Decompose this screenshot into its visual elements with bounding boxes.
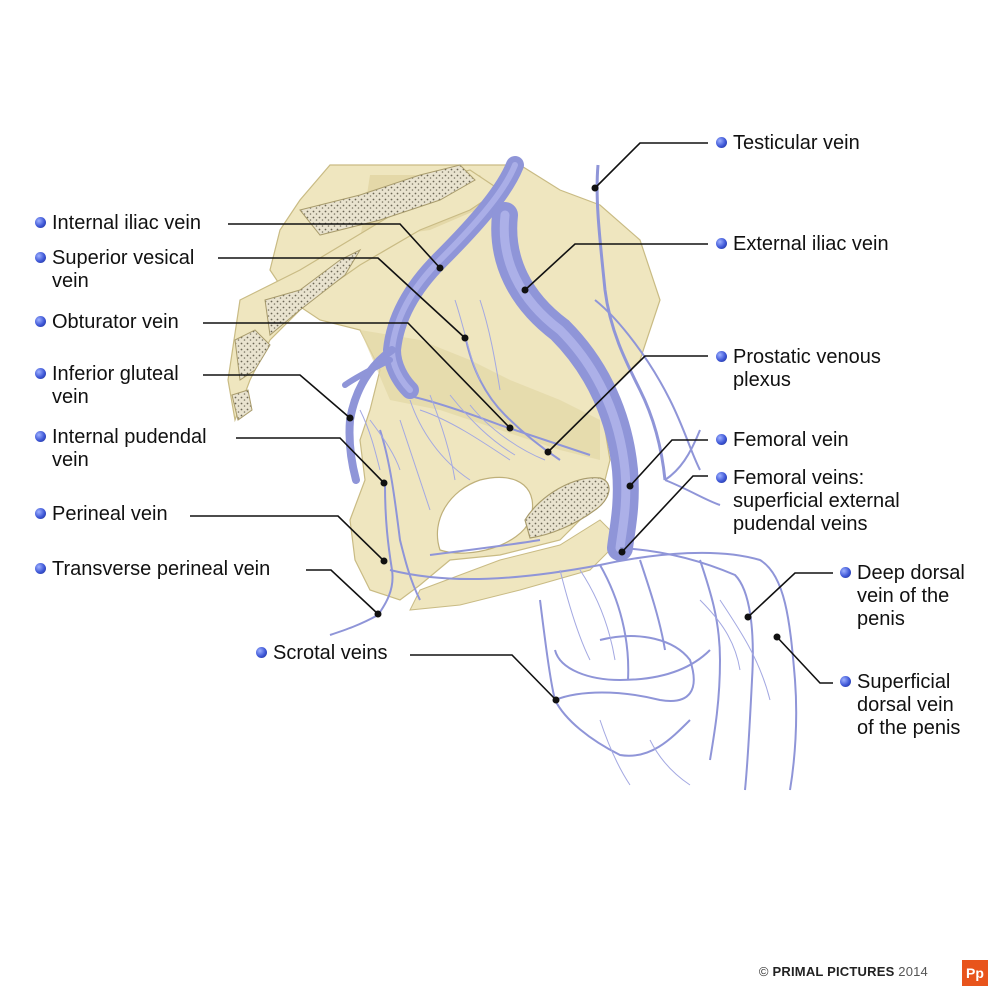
bullet-icon — [35, 508, 46, 519]
leader-internal-pudendal — [236, 437, 385, 484]
label-text-line1: Superficial — [857, 671, 951, 693]
label-text: Scrotal veins — [273, 642, 388, 664]
bullet-icon — [716, 434, 727, 445]
fine-plexus-veins — [359, 299, 771, 786]
leader-superior-vesical — [218, 257, 466, 339]
label-text: Perineal vein — [52, 503, 168, 525]
label-text-line1: Femoral veins: — [733, 467, 865, 489]
bullet-icon — [840, 567, 851, 578]
leader-transverse-perineal — [306, 569, 379, 615]
label-scrotal-veins: Scrotal veins — [256, 642, 388, 665]
label-text: External iliac vein — [733, 233, 889, 255]
sacrum-bone — [227, 164, 502, 423]
label-text: Obturator vein — [52, 311, 179, 333]
pubic-bone-section — [524, 477, 610, 539]
bullet-icon — [35, 431, 46, 442]
label-text-line2: vein — [52, 449, 89, 471]
bullet-icon — [716, 351, 727, 362]
label-internal-iliac-vein: Internal iliac vein — [35, 212, 201, 235]
leader-deep-dorsal — [747, 572, 833, 618]
bullet-icon — [716, 472, 727, 483]
label-inferior-gluteal-vein: Inferior gluteal vein — [35, 363, 179, 409]
copyright-symbol: © — [758, 964, 769, 979]
leader-obturator — [203, 322, 511, 429]
label-deep-dorsal-vein: Deep dorsal vein of the penis — [840, 562, 965, 631]
label-text-line3: of the penis — [857, 717, 961, 739]
label-text: Testicular vein — [733, 132, 860, 154]
label-prostatic-venous-plexus: Prostatic venous plexus — [716, 346, 881, 392]
leader-prostatic — [547, 355, 708, 453]
primal-pictures-logo-icon: Pp — [962, 960, 988, 986]
label-text: Femoral vein — [733, 429, 849, 451]
label-transverse-perineal-vein: Transverse perineal vein — [35, 558, 271, 581]
bullet-icon — [716, 238, 727, 249]
leader-perineal — [190, 515, 385, 562]
label-text-line1: Deep dorsal — [857, 562, 965, 584]
copyright-year: 2014 — [898, 964, 928, 979]
label-femoral-veins: Femoral veins: superficial external pude… — [716, 467, 900, 536]
label-text-line1: Superior vesical — [52, 247, 195, 269]
label-superficial-dorsal-vein: Superficial dorsal vein of the penis — [840, 671, 961, 740]
bullet-icon — [256, 647, 267, 658]
leader-scrotal — [410, 654, 557, 701]
label-perineal-vein: Perineal vein — [35, 503, 168, 526]
label-text-line2: plexus — [733, 369, 791, 391]
leader-femoral-veins — [621, 475, 708, 553]
leader-external-iliac — [524, 243, 708, 291]
label-text-line2: vein — [52, 386, 89, 408]
bullet-icon — [716, 137, 727, 148]
label-text-line1: Prostatic venous — [733, 346, 881, 368]
label-text-line3: pudendal veins — [733, 513, 868, 535]
leader-inferior-gluteal — [203, 374, 351, 419]
bullet-icon — [35, 368, 46, 379]
bullet-icon — [35, 217, 46, 228]
bullet-icon — [840, 676, 851, 687]
label-internal-pudendal-vein: Internal pudendal vein — [35, 426, 207, 472]
label-text-line2: dorsal vein — [857, 694, 954, 716]
leader-superficial-dorsal — [776, 636, 833, 684]
bullet-icon — [35, 563, 46, 574]
label-external-iliac-vein: External iliac vein — [716, 233, 889, 256]
label-text-line3: penis — [857, 608, 905, 630]
label-text: Transverse perineal vein — [52, 558, 271, 580]
label-superior-vesical-vein: Superior vesical vein — [35, 247, 195, 293]
copyright-footer: © PRIMAL PICTURES 2014 — [759, 964, 928, 979]
leader-femoral — [629, 439, 708, 487]
label-text-line1: Internal pudendal — [52, 426, 207, 448]
label-text-line2: superficial external — [733, 490, 900, 512]
label-text-line1: Inferior gluteal — [52, 363, 179, 385]
minor-veins — [329, 334, 798, 791]
label-testicular-vein: Testicular vein — [716, 132, 860, 155]
bullet-icon — [35, 316, 46, 327]
company-name: PRIMAL PICTURES — [772, 964, 895, 979]
label-text-line2: vein — [52, 270, 89, 292]
label-text-line2: vein of the — [857, 585, 950, 607]
label-femoral-vein: Femoral vein — [716, 429, 849, 452]
label-text: Internal iliac vein — [52, 212, 201, 234]
leader-internal-iliac — [228, 223, 441, 269]
bullet-icon — [35, 252, 46, 263]
label-obturator-vein: Obturator vein — [35, 311, 179, 334]
leader-testicular — [594, 142, 708, 189]
